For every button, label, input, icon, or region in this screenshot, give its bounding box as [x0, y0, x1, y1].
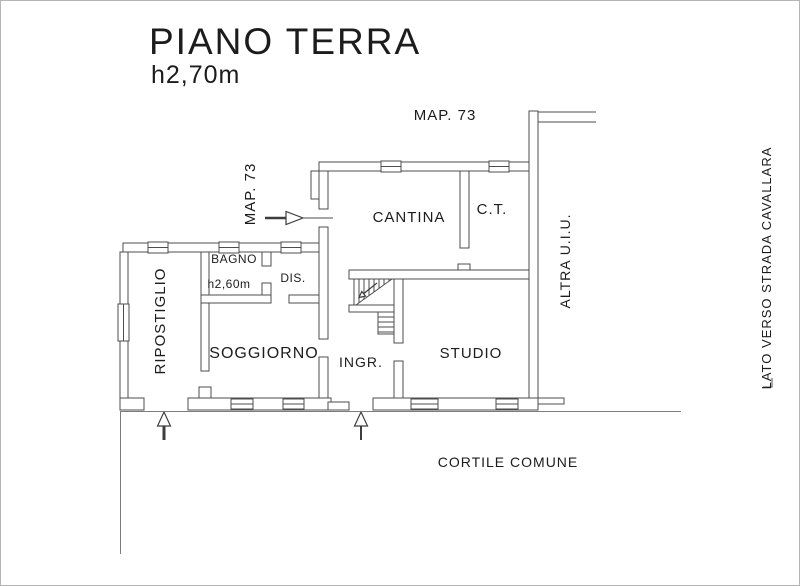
room-label-studio: STUDIO: [440, 345, 503, 362]
window: [280, 241, 302, 254]
entrance-arrow-ingresso: [353, 410, 369, 440]
wall-segment: [261, 251, 272, 267]
annotation-lato-strada: LATO VERSO STRADA CAVALLARA: [759, 147, 774, 390]
walls-upper-section: [310, 110, 596, 405]
room-label-dis: DIS.: [280, 271, 305, 285]
room-label-cantina: CANTINA: [373, 209, 446, 226]
window: [230, 398, 254, 410]
wall-segment: [187, 397, 332, 411]
wall-segment: [200, 251, 210, 372]
stair-landing-rail: [348, 304, 395, 313]
wall-segment: [198, 386, 212, 399]
room-label-ingresso: INGR.: [339, 354, 383, 370]
room-height-bagno: h2,60m: [207, 277, 250, 291]
annotation-cortile-comune: CORTILE COMUNE: [438, 454, 579, 470]
floor-height-label: h2,70m: [151, 61, 240, 89]
wall-segment: [318, 170, 329, 210]
wall-segment: [119, 397, 145, 411]
entrance-arrow-cantina: [265, 210, 333, 226]
wall-segment: [459, 170, 470, 249]
wall-segment: [310, 170, 320, 200]
room-label-ct: C.T.: [477, 201, 508, 218]
courtyard-boundary: [120, 378, 773, 554]
wall-segment: [288, 294, 320, 304]
wall-segment: [318, 356, 329, 402]
page-title: PIANO TERRA: [149, 21, 421, 62]
room-label-soggiorno: SOGGIORNO: [209, 345, 318, 362]
boundary-corner-mark: [763, 378, 773, 388]
window: [147, 241, 169, 254]
wall-segment: [200, 294, 272, 304]
window: [380, 160, 402, 173]
wall-segment: [457, 263, 471, 271]
windows: [117, 160, 519, 410]
walls-lower-section: [119, 242, 565, 411]
window: [218, 241, 240, 254]
wall-segment: [327, 401, 350, 411]
wall-segment: [318, 226, 329, 340]
wall-segment: [348, 269, 539, 280]
wall-segment: [537, 397, 565, 405]
parcel-label-map73-top: MAP. 73: [414, 107, 477, 124]
annotation-altra-uiu: ALTRA U.I.U.: [557, 214, 573, 309]
window: [410, 398, 439, 410]
wall-segment: [528, 110, 539, 405]
wall-segment: [393, 278, 404, 344]
room-label-ripostiglio: RIPOSTIGLIO: [152, 268, 169, 375]
window: [488, 160, 510, 173]
entrance-arrow-ripostiglio: [156, 410, 172, 440]
staircase: [348, 278, 395, 335]
window: [282, 398, 305, 410]
room-label-bagno: BAGNO: [211, 252, 257, 266]
window: [117, 303, 130, 342]
stair-direction-arrow: [357, 282, 378, 299]
wall-segment: [393, 360, 404, 399]
parcel-label-map73-side: MAP. 73: [242, 163, 259, 226]
window: [495, 398, 519, 410]
